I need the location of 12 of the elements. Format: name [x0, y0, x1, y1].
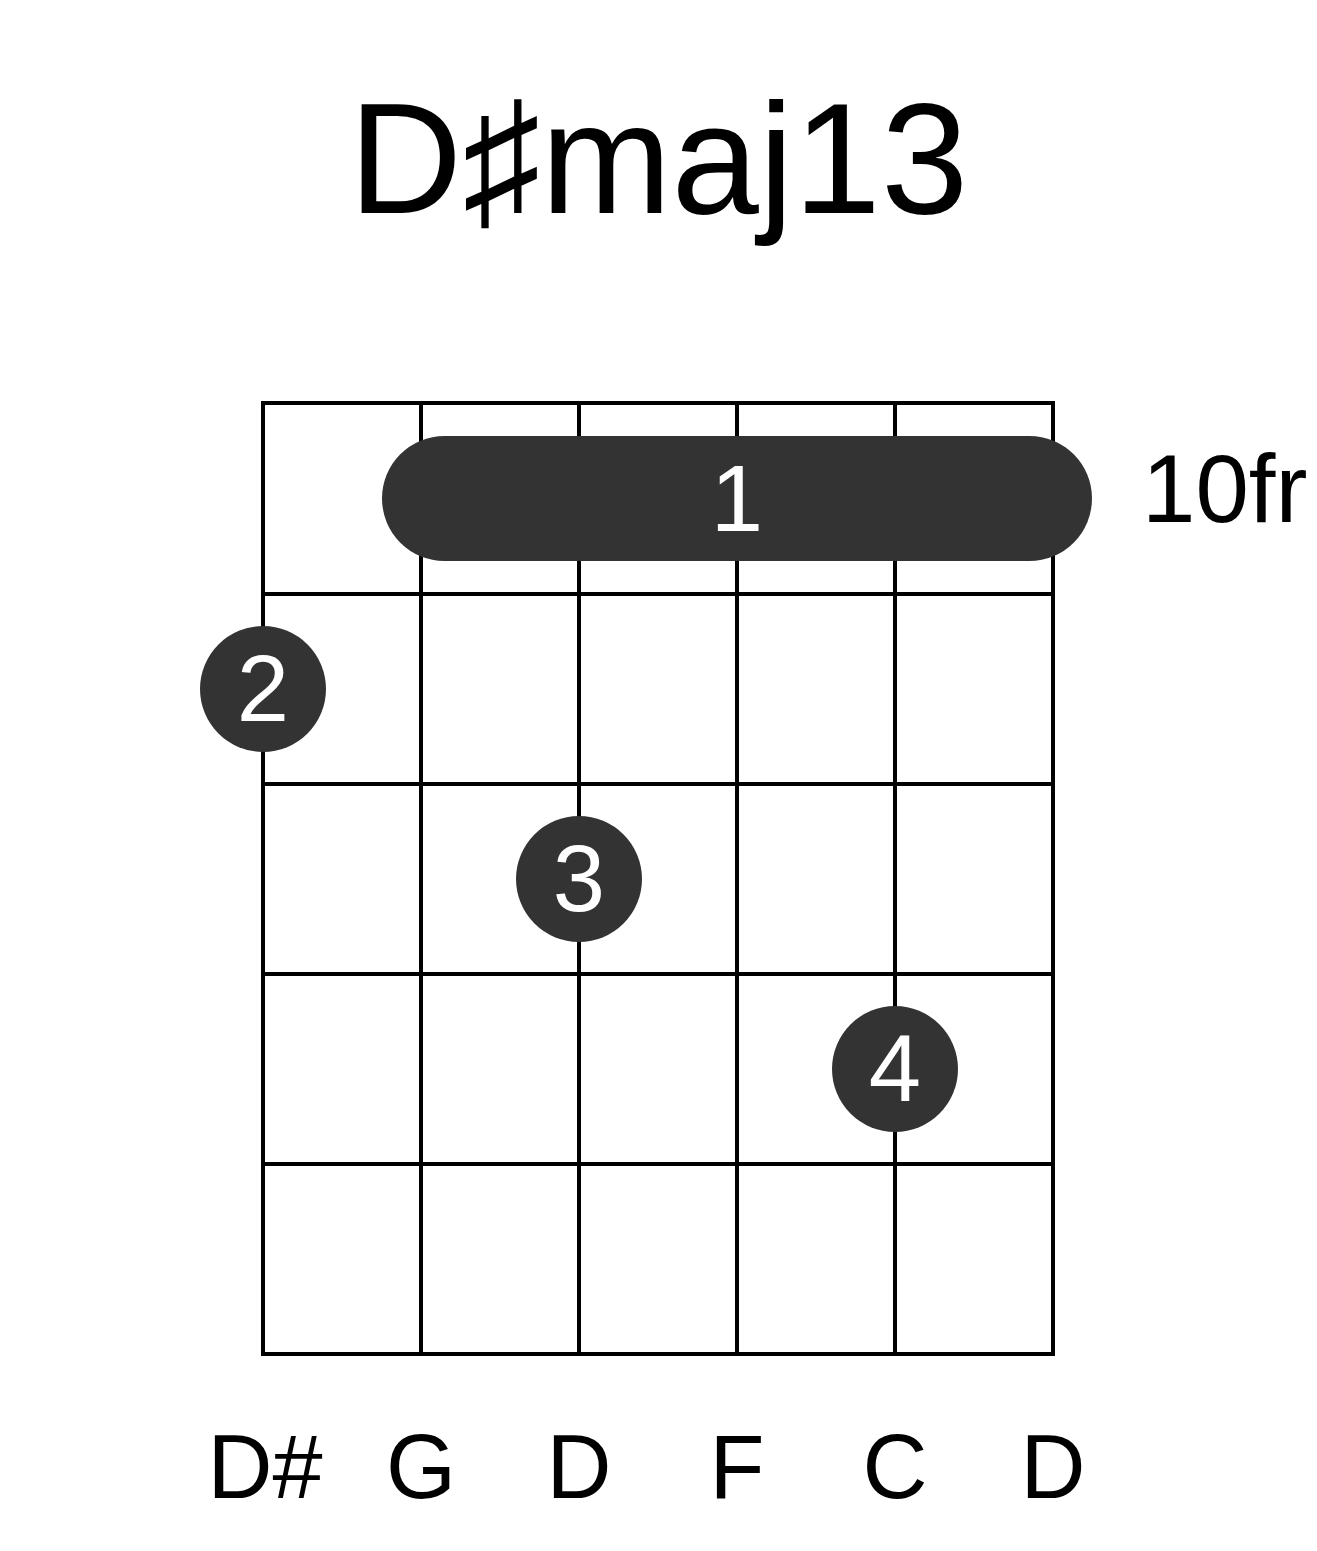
- chord-title: D♯maj13: [348, 70, 969, 248]
- finger-number: 4: [868, 1022, 922, 1116]
- finger-number: 3: [552, 832, 606, 926]
- string-note-label: D: [1020, 1422, 1086, 1512]
- fret-position-label: 10fr: [1142, 441, 1308, 537]
- string-note-label: C: [862, 1422, 928, 1512]
- string-note-label: D: [546, 1422, 612, 1512]
- string-note-label: F: [709, 1422, 765, 1512]
- string-note-label: G: [386, 1422, 456, 1512]
- finger-number: 2: [236, 642, 290, 736]
- string-note-label: D#: [207, 1422, 323, 1512]
- finger-number: 1: [710, 451, 764, 546]
